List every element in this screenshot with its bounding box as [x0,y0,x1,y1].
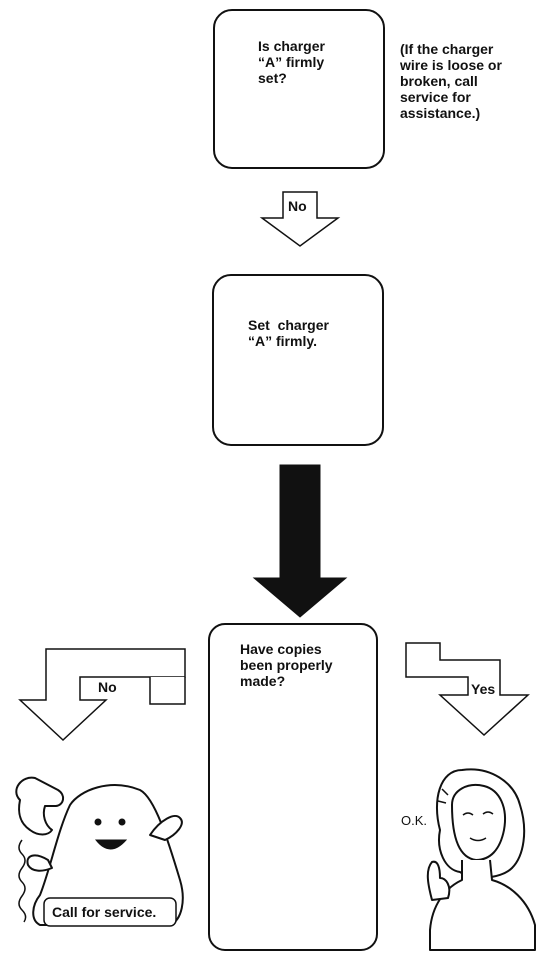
no-arrow-2-label: No [98,679,117,695]
woman-mouth [469,837,487,842]
woman-eye-left [462,812,474,816]
note-line-4: service for [400,89,471,105]
question1-line-2: “A” firmly [258,54,325,70]
question2-text: Have copies been properly made? [240,641,333,689]
question2-line-1: Have copies [240,641,322,657]
woman-body [429,859,536,951]
phone-eye-right [118,818,126,826]
telephone-illustration [15,776,184,926]
question2-line-3: made? [240,673,286,689]
phone-arm-left [26,854,53,872]
phone-arm-right [149,815,183,841]
call-service-label: Call for service. [52,904,157,920]
note-line-2: wire is loose or [400,57,502,73]
question2-line-2: been properly [240,657,333,673]
phone-body [32,784,184,926]
yes-arrow-label: Yes [471,681,496,697]
question1-line-3: set? [258,70,287,86]
action-text: Set charger “A” firmly. [248,317,329,349]
note-line-1: (If the charger [400,41,494,57]
ok-label: O.K. [401,813,428,828]
phone-eye-left [94,818,102,826]
woman-face [451,784,506,861]
woman-hand [426,860,451,901]
action-line-1: Set charger [248,317,329,333]
note-line-5: assistance.) [400,105,481,121]
phone-cord [18,839,27,923]
yes-arrow-shape [405,642,530,737]
no-arrow-2-notch [149,677,186,705]
action-line-2: “A” firmly. [248,333,317,349]
no-arrow-2-shape [18,648,186,742]
action-box [212,274,384,446]
question1-text: Is charger “A” firmly set? [258,38,325,86]
note-text: (If the charger wire is loose or broken,… [400,41,502,121]
woman-wink-marks [437,788,449,804]
woman-illustration [426,768,536,951]
black-down-arrow [252,464,348,618]
phone-mouth [94,839,128,850]
question2-box [208,623,378,951]
no-arrow-1-label: No [288,198,307,214]
question1-line-1: Is charger [258,38,325,54]
handset-shape [15,776,64,836]
woman-eye-right [482,811,494,815]
note-line-3: broken, call [400,73,478,89]
no-arrow-1 [259,191,341,247]
call-service-banner [43,897,177,927]
question1-box [213,9,385,169]
